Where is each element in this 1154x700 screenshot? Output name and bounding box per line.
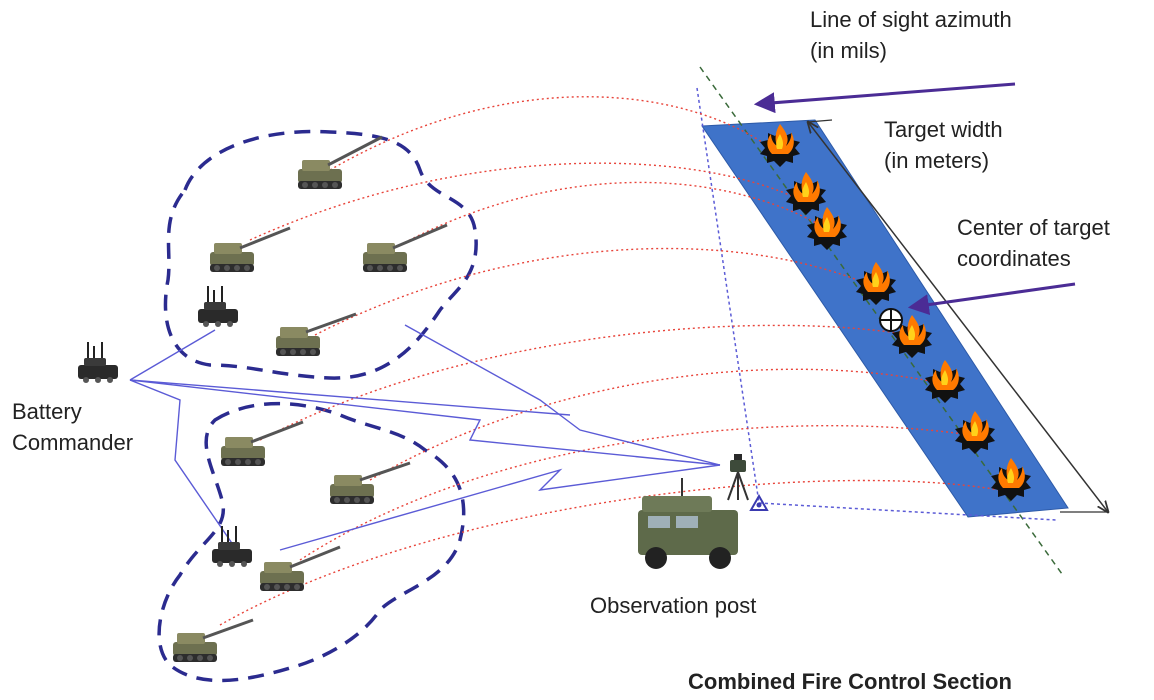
command-vehicle-icon xyxy=(197,285,239,328)
center-target-label-line2: coordinates xyxy=(957,246,1071,271)
trajectory-3 xyxy=(399,181,821,246)
line-of-sight-label: Line of sight azimuth (in mils) xyxy=(810,4,1012,66)
line-of-sight-arrow xyxy=(753,82,1016,114)
trajectories xyxy=(219,96,1001,626)
armored-truck-icon xyxy=(638,478,738,569)
line-of-sight-label-line1: Line of sight azimuth xyxy=(810,7,1012,32)
target-width-label: Target width (in meters) xyxy=(884,114,1003,176)
battery-boundary-lower xyxy=(157,401,466,683)
comm-links xyxy=(129,324,721,556)
howitzers xyxy=(173,135,448,662)
self-propelled-howitzer-icon xyxy=(298,135,383,189)
trajectory-4 xyxy=(314,247,871,336)
center-target-label: Center of target coordinates xyxy=(957,212,1110,274)
comm-link-2 xyxy=(129,379,241,556)
battery-commander-label-line1: Battery xyxy=(12,399,82,424)
observer-sight-line-left xyxy=(696,87,760,504)
observation-post-label: Observation post xyxy=(590,593,757,618)
command-vehicle-icon xyxy=(211,525,253,568)
self-propelled-howitzer-icon xyxy=(276,312,357,356)
battery-commander-label-line2: Commander xyxy=(12,430,134,455)
center-target-label-line1: Center of target xyxy=(957,215,1110,240)
center-target-arrow xyxy=(907,282,1076,316)
trajectory-5 xyxy=(259,324,911,441)
observer-tripod-icon xyxy=(727,454,749,501)
battery-boundary-upper xyxy=(163,129,478,380)
trajectory-1 xyxy=(329,96,781,171)
comm-link-5 xyxy=(279,464,721,551)
section-title: Combined Fire Control Section xyxy=(688,669,1012,694)
battery-commander-label: Battery Commander xyxy=(12,396,133,458)
comm-link-6 xyxy=(129,379,571,416)
line-of-sight-label-line2: (in mils) xyxy=(810,38,887,63)
observation-point-marker xyxy=(749,493,769,511)
self-propelled-howitzer-icon xyxy=(210,226,291,272)
trajectory-6 xyxy=(369,368,951,481)
self-propelled-howitzer-icon xyxy=(221,420,304,466)
comm-link-4 xyxy=(404,324,721,466)
self-propelled-howitzer-icon xyxy=(330,461,411,504)
target-width-label-line1: Target width xyxy=(884,117,1003,142)
self-propelled-howitzer-icon xyxy=(173,618,254,662)
crosshair-circle-icon xyxy=(879,308,903,332)
comm-link-1 xyxy=(129,329,216,381)
target-width-label-line2: (in meters) xyxy=(884,148,990,173)
self-propelled-howitzer-icon xyxy=(363,223,448,272)
trajectory-8 xyxy=(219,479,1001,626)
trajectory-7 xyxy=(299,425,971,561)
self-propelled-howitzer-icon xyxy=(260,545,341,591)
trajectory-2 xyxy=(249,162,801,241)
command-vehicle-icon xyxy=(77,341,119,384)
comm-link-3 xyxy=(129,379,721,466)
target-width-dimension xyxy=(808,122,1108,512)
dim-tick-top xyxy=(807,119,833,123)
